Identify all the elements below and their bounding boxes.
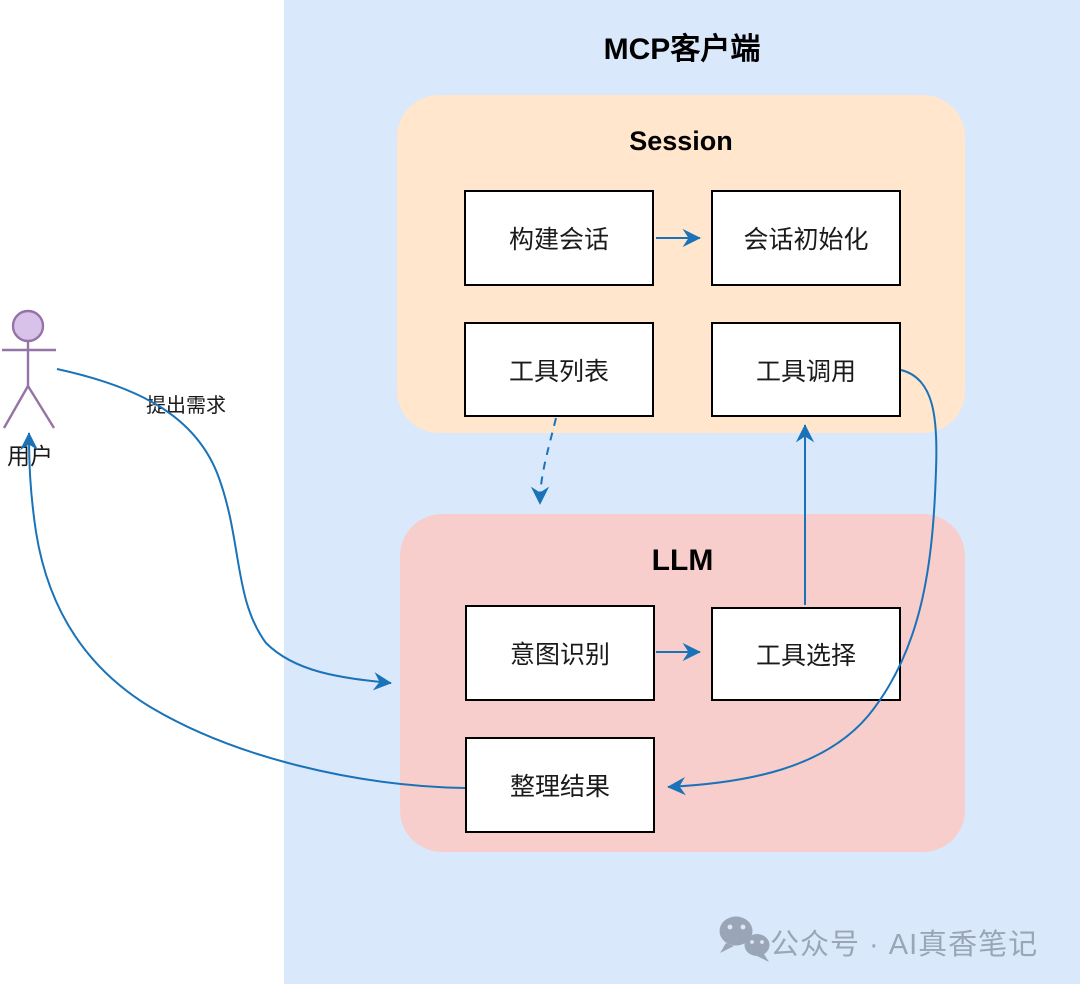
node-organize-results: 整理结果: [465, 737, 655, 833]
actor-label: 用户: [7, 443, 53, 469]
node-intent-recognition: 意图识别: [465, 605, 655, 701]
node-session-init: 会话初始化: [711, 190, 901, 286]
watermark-text: 公众号 · AI真香笔记: [770, 929, 1039, 961]
session-title: Session: [629, 126, 733, 156]
node-build-session: 构建会话: [464, 190, 654, 286]
request-edge-label: 提出需求: [146, 395, 226, 417]
node-tool-call: 工具调用: [711, 322, 901, 417]
node-tool-list: 工具列表: [464, 322, 654, 417]
node-tool-selection: 工具选择: [711, 607, 901, 701]
user-actor-icon: [2, 309, 56, 429]
mcp-client-title: MCP客户端: [603, 33, 761, 66]
llm-title: LLM: [651, 544, 714, 577]
